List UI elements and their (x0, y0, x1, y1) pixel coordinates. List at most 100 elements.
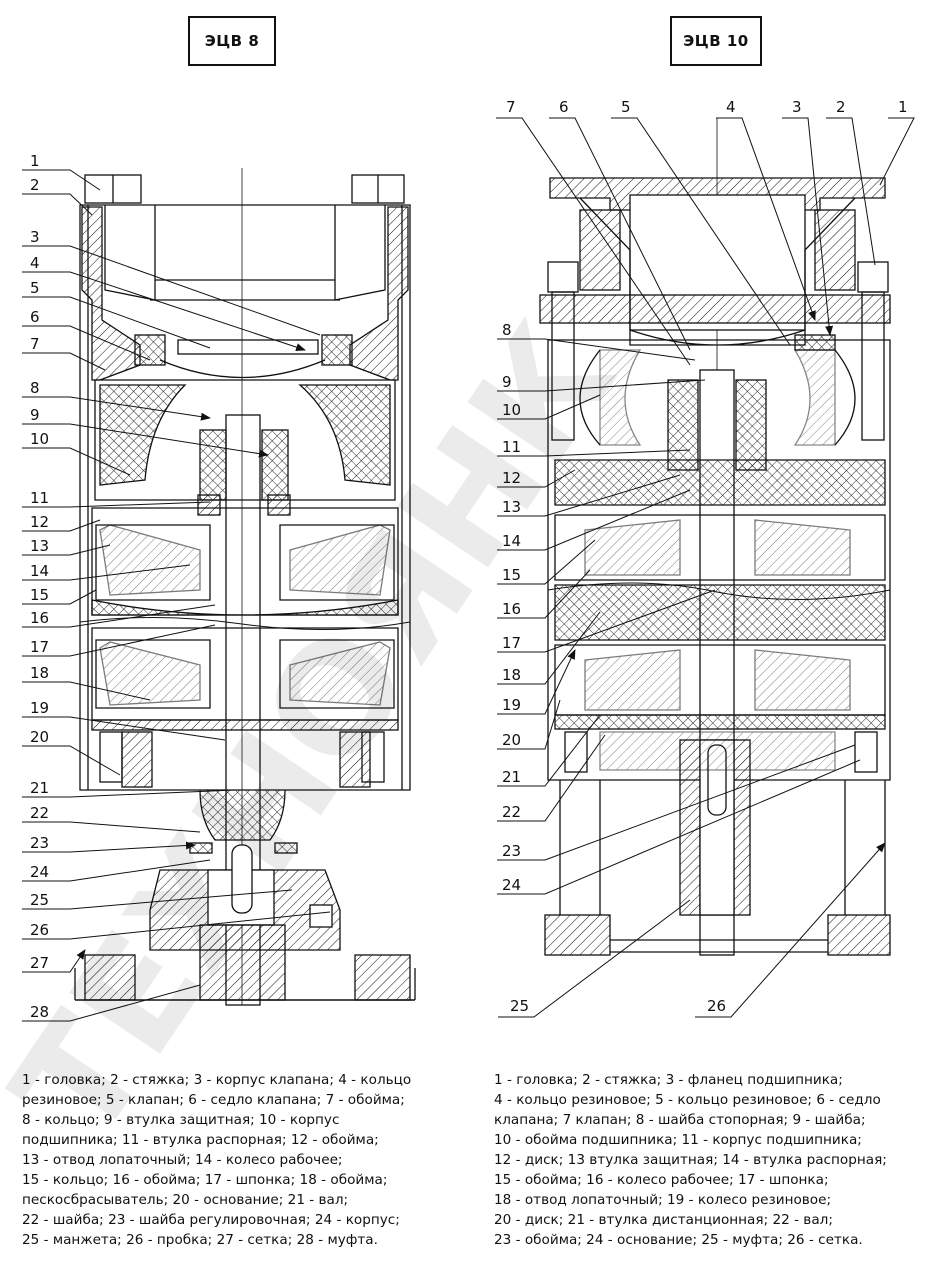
pump-ecv10 (539, 118, 891, 956)
ecv8-callout-13: 13 (30, 537, 49, 555)
ecv8-leader-21 (22, 789, 236, 798)
ecv8-callout-23: 23 (30, 834, 49, 852)
ecv10-bottom-leader-25 (498, 899, 691, 1018)
ecv8-leader-11 (22, 501, 211, 508)
ecv8-callout-2: 2 (30, 176, 40, 194)
pump-ecv8 (74, 168, 416, 1006)
ecv8-callout-20: 20 (30, 728, 49, 746)
legend-ecv8-line-1: 1 - головка; 2 - стяжка; 3 - корпус клап… (22, 1072, 412, 1088)
legend-ecv10-line-7: 18 - отвод лопаточный; 19 - колесо резин… (494, 1192, 832, 1208)
ecv8-callout-12: 12 (30, 513, 49, 531)
legend-ecv8-line-4: подшипника; 11 - втулка распорная; 12 - … (22, 1132, 379, 1148)
ecv10-callout-9: 9 (502, 373, 512, 391)
ecv10-left-leader-23 (497, 744, 856, 861)
ecv10-left-leader-10 (497, 394, 601, 420)
ecv8-callout-25: 25 (30, 891, 49, 909)
ecv10-callout-4: 4 (726, 98, 736, 116)
ecv8-callout-14: 14 (30, 562, 49, 580)
ecv10-left-leader-9 (497, 379, 706, 392)
ecv10-left-leader-16 (497, 569, 591, 619)
ecv8-leader-12 (22, 519, 101, 532)
ecv10-top-leader-2 (826, 117, 876, 266)
ecv10-callout-14: 14 (502, 532, 521, 550)
ecv10-callout-11: 11 (502, 438, 521, 456)
legend-ecv10-line-9: 23 - обойма; 24 - основание; 25 - муфта;… (494, 1232, 863, 1248)
ecv10-left-leader-13 (497, 474, 681, 517)
ecv10-callout-3: 3 (792, 98, 802, 116)
ecv8-leader-4 (22, 271, 306, 351)
ecv10-callout-19: 19 (502, 696, 521, 714)
ecv8-leader-19 (22, 716, 226, 741)
ecv8-leader-13 (22, 544, 111, 556)
ecv8-callout-18: 18 (30, 664, 49, 682)
ecv8-callout-17: 17 (30, 638, 49, 656)
ecv10-callout-16: 16 (502, 600, 521, 618)
ecv8-callout-28: 28 (30, 1003, 49, 1021)
ecv8-callout-15: 15 (30, 586, 49, 604)
ecv8-leader-5 (22, 296, 211, 349)
ecv10-left-leader-20 (497, 699, 561, 750)
ecv8-leader-15 (22, 589, 97, 605)
ecv10-left-leader-8 (497, 338, 696, 361)
ecv8-callout-6: 6 (30, 308, 40, 326)
ecv8-leader-6 (22, 325, 151, 361)
ecv8-leader-14 (22, 564, 191, 581)
ecv8-callout-26: 26 (30, 921, 49, 939)
legend-ecv10-line-1: 1 - головка; 2 - стяжка; 3 - фланец подш… (494, 1072, 843, 1088)
ecv10-left-leader-19 (497, 649, 576, 715)
ecv8-callout-11: 11 (30, 489, 49, 507)
ecv8-leader-10 (22, 447, 131, 476)
technical-drawing: 1234567891011121314151617181920212223242… (22, 98, 915, 1022)
ecv10-callout-26: 26 (707, 997, 726, 1015)
ecv8-callout-4: 4 (30, 254, 40, 272)
ecv8-leader-9 (22, 423, 269, 458)
legend-ecv8-line-9: 25 - манжета; 26 - пробка; 27 - сетка; 2… (22, 1232, 378, 1248)
ecv8-leader-28 (22, 984, 201, 1022)
ecv10-callout-22: 22 (502, 803, 521, 821)
ecv10-left-leader-18 (497, 611, 601, 685)
title-ecv8: ЭЦВ 8 (188, 16, 276, 66)
title-ecv10: ЭЦВ 10 (670, 16, 762, 66)
ecv8-leader-16 (22, 604, 216, 628)
ecv10-callout-12: 12 (502, 469, 521, 487)
ecv8-callout-10: 10 (30, 430, 49, 448)
ecv10-callout-7: 7 (506, 98, 516, 116)
ecv10-callout-18: 18 (502, 666, 521, 684)
ecv10-callout-2: 2 (836, 98, 846, 116)
ecv10-callout-24: 24 (502, 876, 521, 894)
ecv8-leader-8 (22, 396, 211, 421)
ecv10-callout-1: 1 (898, 98, 908, 116)
ecv10-left-leader-12 (497, 469, 576, 488)
ecv8-leader-2 (22, 193, 93, 216)
ecv8-leader-18 (22, 681, 151, 701)
legend-ecv10-line-5: 12 - диск; 13 втулка защитная; 14 - втул… (494, 1152, 887, 1168)
ecv10-top-leader-5 (611, 117, 791, 346)
ecv10-left-leader-21 (497, 714, 601, 787)
ecv8-callout-9: 9 (30, 406, 40, 424)
legend-ecv10: 1 - головка; 2 - стяжка; 3 - фланец подш… (494, 1070, 914, 1250)
legend-ecv10-line-4: 10 - обойма подшипника; 11 - корпус подш… (494, 1132, 862, 1148)
ecv8-leader-lines (22, 169, 331, 1022)
ecv10-left-leader-17 (497, 589, 716, 653)
ecv10-callout-20: 20 (502, 731, 521, 749)
ecv10-callout-5: 5 (621, 98, 631, 116)
legend-ecv10-line-8: 20 - диск; 21 - втулка дистанционная; 22… (494, 1212, 833, 1228)
ecv8-leader-23 (22, 841, 196, 853)
ecv8-leader-7 (22, 352, 106, 371)
ecv8-callout-27: 27 (30, 954, 49, 972)
legend-ecv10-line-3: клапана; 7 клапан; 8 - шайба стопорная; … (494, 1112, 866, 1128)
ecv10-left-leader-11 (497, 449, 691, 457)
ecv10-left-leader-15 (497, 539, 596, 585)
ecv8-callout-1: 1 (30, 152, 40, 170)
ecv10-left-leader-14 (497, 489, 691, 551)
ecv8-leader-27 (22, 949, 86, 973)
ecv10-callout-15: 15 (502, 566, 521, 584)
ecv8-leader-20 (22, 745, 121, 776)
ecv10-callout-8: 8 (502, 321, 512, 339)
ecv10-bottom-leader-26 (695, 842, 886, 1018)
ecv8-leader-25 (22, 889, 293, 910)
ecv10-top-leader-7 (496, 117, 691, 366)
ecv10-callout-23: 23 (502, 842, 521, 860)
legend-ecv8-line-5: 13 - отвод лопаточный; 14 - колесо рабоч… (22, 1152, 343, 1168)
